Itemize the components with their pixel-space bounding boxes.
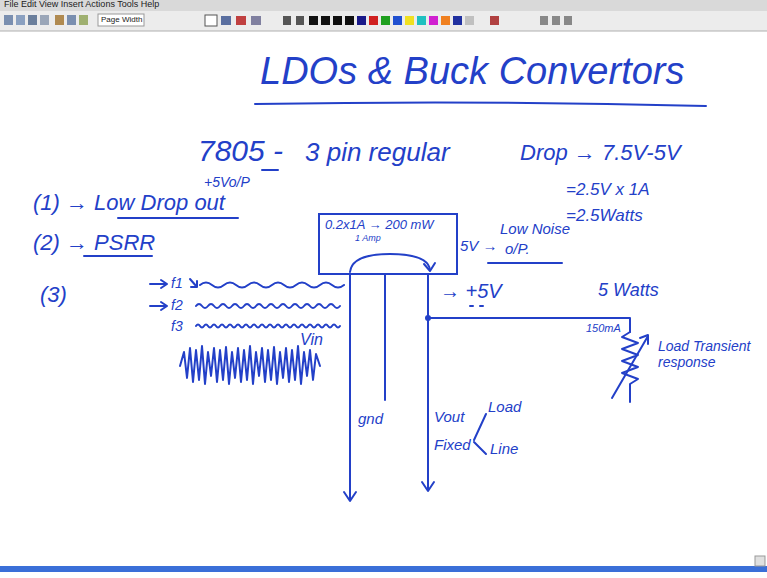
note-text: =2.5V x 1A — [566, 180, 650, 200]
status-strip — [0, 566, 767, 572]
note-text: Load — [488, 398, 521, 415]
digit-underline — [262, 169, 278, 171]
box-text: 0.2x1A → 200 mW — [325, 218, 451, 233]
note-text: Load Transient response — [658, 338, 758, 370]
pin-name: Vout — [434, 408, 464, 425]
note-text: Low Noise — [500, 220, 570, 237]
note-text: 5V → — [460, 237, 498, 254]
tool-bar — [0, 11, 767, 31]
text-underline — [488, 262, 562, 264]
text-underline — [470, 305, 483, 307]
frequency-label: f1 — [171, 275, 183, 291]
note-text: 3 pin regular — [305, 138, 450, 168]
note-text: =2.5Watts — [566, 206, 643, 226]
arrow-head — [422, 482, 434, 491]
arrow — [150, 280, 167, 288]
note-text: Line — [490, 440, 518, 457]
sine-wave — [200, 283, 344, 288]
menu-text: File Edit View Insert Actions Tools Help — [4, 0, 159, 9]
scroll-corner — [755, 556, 765, 566]
arrow-head — [344, 492, 356, 501]
arrow-head — [424, 263, 435, 271]
frequency-label: f2 — [171, 297, 183, 313]
ground-pin — [384, 275, 386, 400]
regulator-box: 0.2x1A → 200 mW1 Amp — [318, 213, 458, 275]
noisy-input — [180, 346, 320, 384]
output-pin — [427, 275, 429, 490]
list-item: (1) → Low Drop out — [33, 190, 225, 215]
note-text: 5 Watts — [598, 280, 659, 301]
list-item: (3) — [40, 282, 67, 307]
note-text: o/P. — [505, 240, 530, 257]
variable-arrow — [612, 336, 648, 398]
signal-name: → +5V — [440, 280, 502, 303]
text-underline — [84, 255, 152, 257]
note-text: +5Vo/P — [204, 174, 250, 190]
title-heading: LDOs & Buck Convertors — [260, 50, 684, 94]
menu-bar — [0, 0, 767, 11]
title-underline — [255, 102, 706, 106]
brace — [474, 414, 486, 454]
toolbar-icons — [4, 14, 572, 26]
zoom-select: Page Width — [101, 15, 142, 24]
frequency-label: f3 — [171, 318, 183, 334]
box-subtext: 1 Amp — [325, 233, 451, 243]
arrow — [150, 302, 167, 310]
list-item: (2) → PSRR — [33, 230, 155, 255]
arrow — [190, 279, 197, 287]
arrow-head — [640, 335, 648, 344]
sine-wave — [196, 325, 340, 328]
input-pin — [349, 275, 351, 500]
note-text: Fixed — [434, 436, 471, 453]
pin-name: gnd — [358, 410, 383, 427]
current-arrow — [350, 254, 430, 272]
junction-dot — [425, 315, 431, 321]
current-value: 150mA — [586, 322, 621, 335]
text-underline — [118, 217, 238, 219]
sine-wave — [196, 304, 340, 308]
note-text: Drop → 7.5V-5V — [520, 140, 681, 165]
pin-name: Vin — [300, 331, 323, 349]
part-number: 7805 - — [198, 134, 283, 169]
